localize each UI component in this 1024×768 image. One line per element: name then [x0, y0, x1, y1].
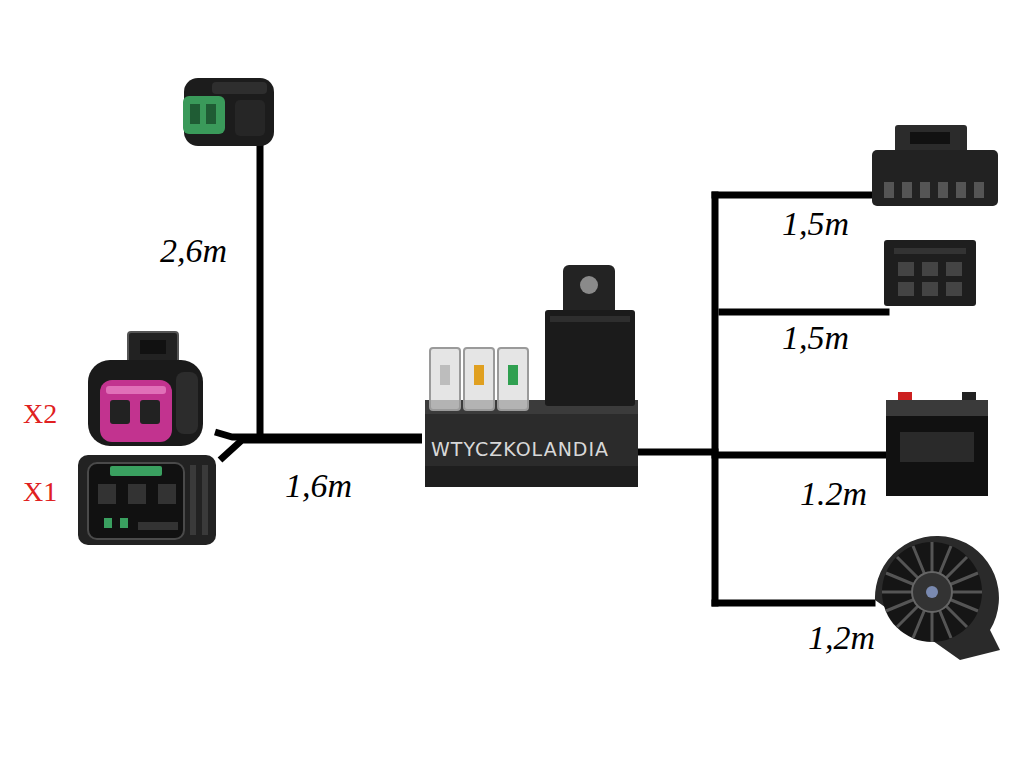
- connector-multipin: [872, 125, 998, 206]
- blower-motor: [882, 542, 982, 642]
- fuse-relay-box: [430, 348, 460, 410]
- fuse-relay-box: [440, 365, 450, 385]
- connector-multipin: [920, 182, 930, 198]
- connector-six-pin: [884, 240, 976, 306]
- connector-x2: [100, 380, 172, 442]
- fuse-relay-box-node: WTYCZKOLANDIA: [422, 262, 642, 490]
- fuse-relay-box: [545, 310, 635, 406]
- blower-motor: [897, 557, 967, 627]
- connector-x1: [104, 518, 112, 528]
- wire: [260, 140, 894, 603]
- connector-x1: [138, 522, 178, 530]
- wire-length: 2,6m: [160, 234, 227, 268]
- connector-x1: [202, 465, 208, 535]
- fuse-relay-box: [425, 265, 638, 487]
- wire-length: 1,5m: [782, 321, 849, 355]
- harness-wire: [215, 432, 422, 437]
- connector-multipin: [910, 132, 950, 144]
- connector-x1: [110, 466, 162, 476]
- connector-six-pin: [898, 282, 914, 296]
- blower-motor: [875, 536, 1000, 660]
- connector-green: [183, 96, 225, 134]
- wire-length: 1,6m: [285, 469, 352, 503]
- harness-wire: [220, 440, 422, 460]
- blower-motor: [886, 573, 978, 611]
- fuse-relay-box: [508, 365, 518, 385]
- connector-x2: [88, 332, 203, 446]
- connector-label: X2: [23, 400, 57, 428]
- blower-motor: [875, 536, 1000, 660]
- connector-x1: [98, 484, 116, 504]
- connector-multipin: [938, 182, 948, 198]
- connector-x1: [78, 455, 216, 545]
- connector-green: [206, 104, 216, 124]
- connector-x1: [190, 465, 196, 535]
- connector-six-pin: [946, 262, 962, 276]
- connector-x1-node: X1: [20, 450, 220, 550]
- connector-green: [235, 100, 265, 136]
- connector-multipin: [974, 182, 984, 198]
- connector-six-pin: [922, 262, 938, 276]
- wire-length: 1,2m: [808, 621, 875, 655]
- connector-x1: [120, 518, 128, 528]
- connector-x2: [140, 400, 160, 424]
- wire: [715, 192, 882, 199]
- connector-green: [212, 82, 267, 94]
- battery: [900, 432, 974, 462]
- fuse-relay-box: [425, 466, 638, 487]
- blower-motor: [913, 546, 951, 638]
- harness-wire: [220, 440, 422, 460]
- watermark: WTYCZKOLANDIA: [431, 440, 609, 459]
- connector-multipin: [884, 182, 894, 198]
- connector-x1: [158, 484, 176, 504]
- fuse-relay-box: [550, 316, 630, 322]
- connector-multipin: [956, 182, 966, 198]
- connector-x2: [110, 400, 130, 424]
- fuse-relay-box: [464, 348, 494, 410]
- wire: [257, 140, 264, 437]
- connector-x1: [88, 463, 184, 539]
- connector-x2: [176, 372, 198, 434]
- connector-x1: [78, 455, 216, 545]
- wire: [638, 449, 715, 456]
- wire: [712, 195, 719, 603]
- connector-x2: [106, 386, 166, 394]
- blower-motor: [926, 586, 938, 598]
- battery: [886, 400, 988, 418]
- connector-green: [184, 78, 274, 146]
- connector-x1: [128, 484, 146, 504]
- connector-six-pin: [922, 282, 938, 296]
- blower-motor: [897, 557, 967, 627]
- fuse-relay-box: [580, 276, 598, 294]
- connector-multipin: [872, 150, 998, 206]
- wire: [722, 309, 886, 316]
- connector-green: [183, 78, 274, 146]
- blower-motor: [913, 546, 951, 638]
- connector-x2-node: X2: [20, 325, 215, 450]
- battery: [886, 392, 988, 496]
- fuse-relay-box: [425, 400, 638, 487]
- blower-motor: [912, 572, 952, 612]
- wire-length: 1,5m: [782, 207, 849, 241]
- blower-motor: [886, 573, 978, 611]
- connector-six-pin: [946, 282, 962, 296]
- wire-length: 1.2m: [800, 477, 867, 511]
- connector-six-pin: [884, 240, 976, 306]
- fuse-relay-box: [498, 348, 528, 410]
- connector-multipin: [902, 182, 912, 198]
- connector-six-pin: [898, 262, 914, 276]
- connector-label: X1: [23, 478, 57, 506]
- wire: [715, 452, 894, 459]
- harness-wire: [215, 432, 422, 437]
- blower-motor: [882, 542, 982, 642]
- fuse-relay-box: [474, 365, 484, 385]
- wire: [715, 600, 872, 607]
- connector-six-pin: [894, 248, 966, 254]
- connector-x2: [88, 360, 203, 446]
- connector-x2: [140, 340, 166, 354]
- connector-green: [190, 104, 200, 124]
- battery: [886, 416, 988, 496]
